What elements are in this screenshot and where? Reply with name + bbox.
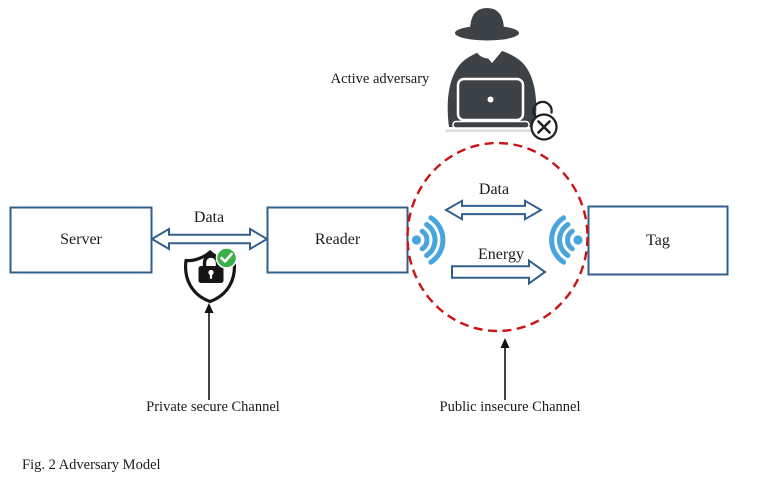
keyhole [208, 269, 214, 276]
hacker-shadow [445, 129, 537, 132]
wifi-dot [573, 235, 583, 245]
reader-box [266, 206, 409, 274]
air-energy-arrow [451, 258, 547, 286]
tag-box [587, 205, 729, 276]
shield-lock-icon [183, 247, 238, 304]
server-reader-data-label: Data [193, 209, 225, 226]
air-data-label: Data [478, 181, 510, 198]
check-mark [220, 252, 233, 263]
figure-caption: Fig. 2 Adversary Model [22, 457, 161, 473]
keyhole-slot [209, 273, 213, 279]
wifi-dot [411, 235, 422, 245]
unlocked-padlock-x-icon [530, 100, 558, 141]
active-adversary-label: Active adversary [330, 71, 430, 87]
private-channel-arrow [204, 303, 214, 400]
x-mark [537, 120, 551, 134]
laptop-logo-dot [487, 96, 494, 103]
server-box [9, 206, 153, 274]
wifi-icon-tag [549, 215, 583, 265]
hacker-hat-dome [470, 8, 504, 31]
tag-label: Tag [646, 231, 670, 249]
insecure-zone-circle [406, 141, 589, 333]
server-reader-data-arrow [150, 227, 269, 251]
air-energy-label: Energy [478, 246, 524, 263]
open-shackle [532, 100, 553, 119]
laptop-base [452, 120, 530, 129]
reader-label: Reader [314, 231, 361, 248]
hacker-icon [445, 8, 537, 132]
public-channel-label: Public insecure Channel [439, 399, 581, 415]
public-channel-arrow [500, 338, 510, 400]
hacker-hat-brim [455, 25, 519, 41]
server-label: Server [60, 231, 102, 248]
private-channel-label: Private secure Channel [146, 399, 280, 415]
wifi-icon-reader [411, 215, 446, 265]
air-data-arrow [443, 199, 544, 221]
